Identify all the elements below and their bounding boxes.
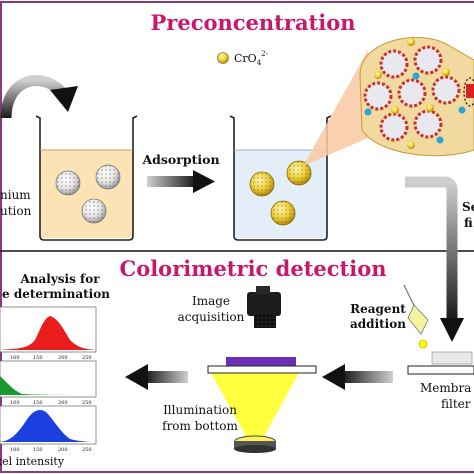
reagent-drop <box>418 339 428 349</box>
framework-node-dot <box>412 72 420 80</box>
camera-body <box>247 292 281 316</box>
pore-ring <box>379 112 409 142</box>
framework-node-dot <box>364 108 372 116</box>
tick-label: 250 <box>82 447 92 453</box>
to-analysis-arrow-shaft <box>146 371 188 383</box>
pore-ring <box>413 109 443 139</box>
adsorbed-chromate-dot <box>391 106 399 114</box>
image-acquisition-label-line1: Image <box>192 294 230 308</box>
white-particle <box>55 170 81 196</box>
pore-ring <box>397 78 427 108</box>
left-beaker <box>35 115 138 241</box>
chromate-legend: CrO42- <box>217 50 269 67</box>
illumination-setup <box>207 357 317 453</box>
reagent-label-line2: addition <box>350 317 406 331</box>
adsorbed-chromate-dot <box>407 38 415 46</box>
camera-icon <box>247 286 281 328</box>
dropper-tip <box>407 304 429 335</box>
membrane-filter <box>407 351 474 375</box>
sample-on-stage <box>226 357 296 367</box>
analysis-label-line2: e determination <box>2 287 110 301</box>
adsorbed-chromate-dot <box>407 141 415 149</box>
tick-label: 250 <box>82 355 92 361</box>
illumination-label-line2: from bottom <box>162 419 238 433</box>
gold-particle <box>249 171 275 197</box>
sample-stage <box>207 365 317 374</box>
tick-label: 100 <box>10 355 20 361</box>
filter-holder <box>407 365 474 375</box>
analysis-label-line1: Analysis for <box>19 272 100 286</box>
pore-ring <box>379 49 409 79</box>
adsorption-arrow-shaft <box>147 176 195 187</box>
adsorption-arrow-head <box>193 170 215 193</box>
tick-label: 200 <box>58 400 68 406</box>
left-solution-label-line2: ution <box>0 204 32 218</box>
separation-arrow-head <box>440 318 464 342</box>
illumination-label-line1: Illumination <box>163 403 237 417</box>
light-source-bottom <box>234 445 276 453</box>
to-illumination-arrow-head <box>322 364 345 390</box>
right-beaker <box>229 115 332 241</box>
camera-viewfinder <box>256 286 270 294</box>
chromate-particle-icon <box>217 52 229 64</box>
to-analysis-arrow-head <box>125 364 148 390</box>
reagent-dropper <box>403 284 429 349</box>
adsorbed-chromate-dot <box>374 71 382 79</box>
tick-label: 200 <box>58 355 68 361</box>
tick-label: 250 <box>82 400 92 406</box>
tick-label: 100 <box>10 400 20 406</box>
membrane-label-line1: Membra <box>420 381 471 395</box>
left-solution-label-line1: nium <box>0 188 31 202</box>
gold-particle <box>270 200 296 226</box>
right-beaker-glass <box>229 115 332 241</box>
separation-arrow-shaft <box>405 176 458 320</box>
membrane-layer <box>431 351 473 365</box>
camera-lens-grip <box>254 314 276 328</box>
left-beaker-glass <box>35 115 138 241</box>
adsorption-label: Adsorption <box>141 152 219 167</box>
adsorbed-chromate-dot <box>426 104 434 112</box>
tick-label: 150 <box>33 447 43 453</box>
pore-ring <box>431 75 461 105</box>
colorimetric-detection-title: Colorimetric detection <box>119 256 386 281</box>
gold-particle <box>286 160 312 186</box>
to-illumination-arrow-shaft <box>343 371 393 383</box>
pore-ring <box>413 45 443 75</box>
white-particle <box>81 198 107 224</box>
separation-label-line2: fi <box>464 216 473 230</box>
curved-feed-arrow <box>0 75 66 119</box>
tick-label: 200 <box>58 447 68 453</box>
adsorbed-chromate-dot <box>442 68 450 76</box>
chromate-label: CrO42- <box>234 50 269 67</box>
framework-node-dot <box>458 106 466 114</box>
zoom-cone <box>303 50 368 166</box>
tick-label: 100 <box>10 447 20 453</box>
left-beaker-solution <box>40 150 133 238</box>
pixel-intensity-axis-label: xel intensity <box>0 455 65 468</box>
light-beam <box>210 371 300 440</box>
green-intensity-peak <box>0 376 96 395</box>
pore-ring <box>363 81 393 111</box>
membrane-label-line2: filter <box>441 397 471 411</box>
red-intensity-peak <box>0 316 96 350</box>
image-acquisition-label-line2: acquisition <box>178 310 245 324</box>
magnified-particle <box>359 36 474 157</box>
histogram-blue-channel: 100 150 200 250 <box>0 405 97 453</box>
zoom-ellipse <box>463 77 474 107</box>
reagent-label-line1: Reagent <box>350 302 406 316</box>
framework-node-dot <box>436 136 444 144</box>
tick-label: 150 <box>33 355 43 361</box>
white-particle <box>95 164 121 190</box>
curved-arrow-head <box>50 86 78 112</box>
blue-intensity-peak <box>0 410 96 442</box>
preconcentration-title: Preconcentration <box>150 10 355 35</box>
histogram-red-channel: 100 150 200 250 <box>0 306 97 361</box>
tick-label: 150 <box>33 400 43 406</box>
zoom-detail-red <box>466 84 474 98</box>
separation-label-line1: Se <box>462 200 474 214</box>
histogram-green-channel: 100 150 200 250 <box>0 360 97 406</box>
